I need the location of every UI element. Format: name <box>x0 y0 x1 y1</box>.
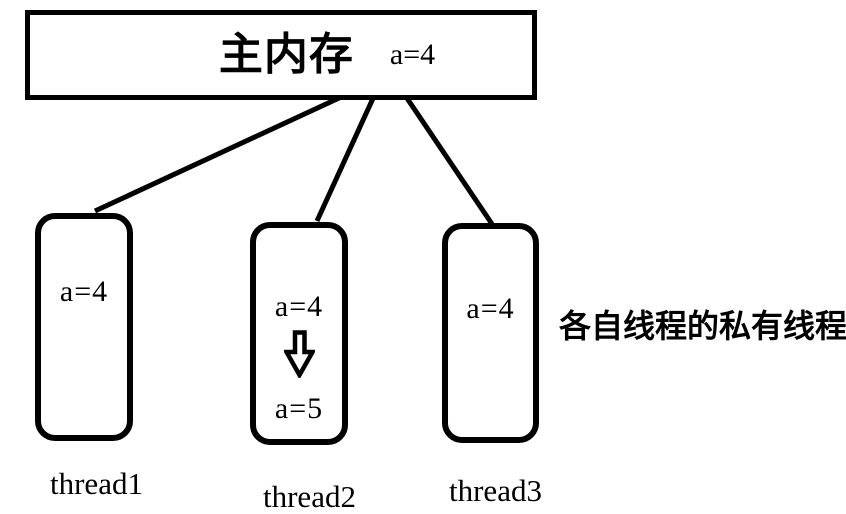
thread1-value: a=4 <box>59 275 109 308</box>
thread2-value-after: a=5 <box>274 392 324 425</box>
thread2-box: a=4 a=5 <box>250 222 348 445</box>
thread3-box: a=4 <box>442 223 539 443</box>
side-note: 各自线程的私有线程 <box>559 308 846 344</box>
main-memory-title: 主内存 <box>218 30 354 79</box>
thread2-label: thread2 <box>263 479 356 514</box>
thread1-label: thread1 <box>50 466 143 501</box>
thread3-label: thread3 <box>449 473 542 508</box>
connector-line-thread3 <box>391 77 495 226</box>
hollow-down-arrow-icon <box>282 330 316 380</box>
thread2-value-before: a=4 <box>274 290 324 323</box>
connector-line-thread1 <box>93 83 367 214</box>
thread3-value: a=4 <box>466 292 515 325</box>
thread1-box: a=4 <box>35 213 133 441</box>
connector-line-thread2 <box>314 81 383 223</box>
main-memory-value: a=4 <box>389 38 436 71</box>
main-memory-box: 主内存 a=4 <box>25 10 537 100</box>
